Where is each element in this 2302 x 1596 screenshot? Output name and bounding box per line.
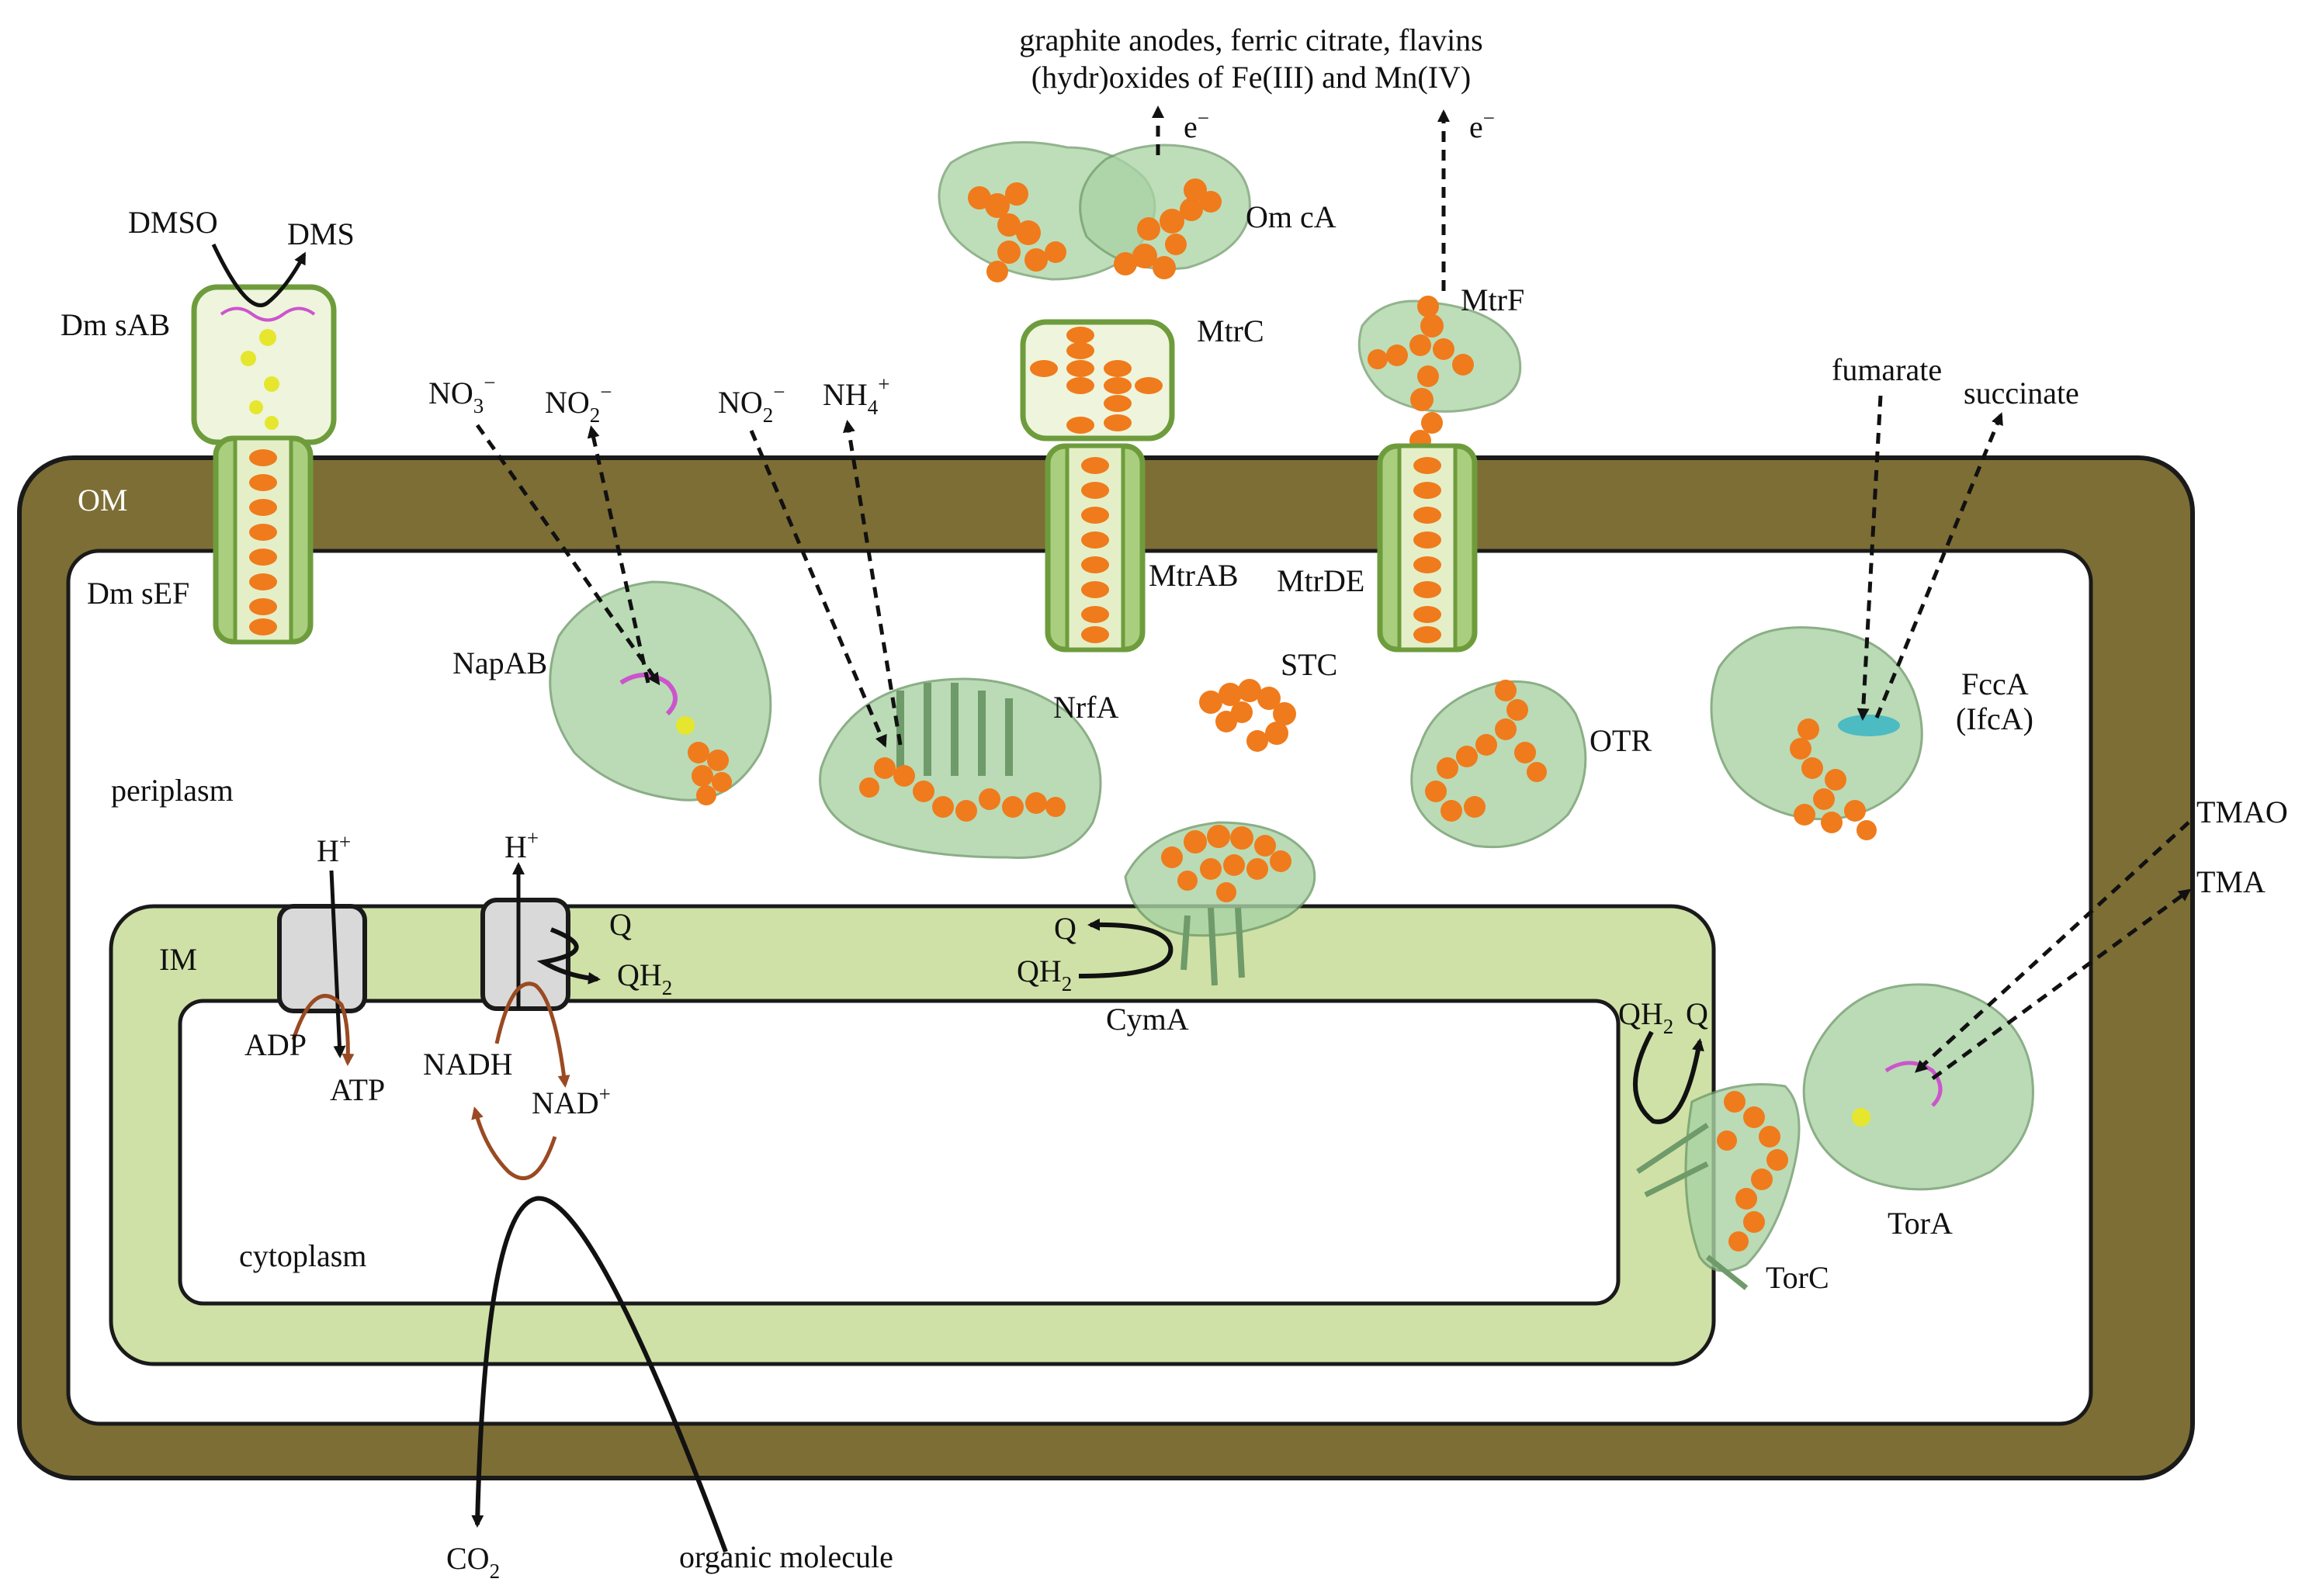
electron-label-2: e− <box>1469 106 1495 144</box>
q-label-cyma: Q <box>1054 911 1076 946</box>
ifca-label: (IfcA) <box>1956 701 2033 736</box>
nrfa-structure <box>819 677 1102 859</box>
cyma-structure <box>1124 821 1316 986</box>
mtrc-box <box>1020 319 1175 441</box>
qh2-label-cyma: QH2 <box>1017 954 1072 995</box>
mtrde-porin <box>1377 443 1478 653</box>
no2-in-arrow <box>749 430 887 748</box>
dmsef-porin <box>213 435 314 645</box>
succinate-label: succinate <box>1964 376 2079 410</box>
cyma-label: CymA <box>1106 1002 1189 1037</box>
mtrab-label: MtrAB <box>1149 558 1239 593</box>
nrfa-label: NrfA <box>1053 690 1119 725</box>
cytoplasm-label: cytoplasm <box>239 1238 366 1273</box>
mtrf-label: MtrF <box>1461 282 1524 317</box>
napab-structure <box>549 580 772 805</box>
dmsab-complex <box>191 284 337 445</box>
tma-arrow <box>1931 888 2192 1081</box>
dms-label: DMS <box>287 216 355 251</box>
organic-molecule-label: organic molecule <box>679 1539 893 1574</box>
dmsab-label: Dm sAB <box>61 307 170 342</box>
fumarate-label: fumarate <box>1832 352 1942 387</box>
acceptors-line1: graphite anodes, ferric citrate, flavins <box>1019 23 1483 57</box>
atp-label: ATP <box>330 1072 385 1107</box>
nadh-label: NADH <box>423 1047 513 1082</box>
qh2-label-nadh: QH2 <box>617 957 672 999</box>
dmso-arrow <box>211 243 307 307</box>
no2-out-arrow <box>587 425 650 684</box>
otr-structure <box>1410 680 1587 849</box>
torc-label: TorC <box>1766 1260 1829 1295</box>
im-label: IM <box>159 942 197 977</box>
mtrc-label: MtrC <box>1197 313 1264 348</box>
fcca-structure <box>1710 626 1923 840</box>
atp-synthase <box>277 870 367 1066</box>
mtrab-porin <box>1045 443 1146 653</box>
h-plus-label-2: H+ <box>504 826 539 864</box>
tmao-arrow <box>1915 821 2190 1073</box>
fumarate-arrow <box>1857 395 1883 721</box>
periplasm-label: periplasm <box>111 773 234 808</box>
nad-regeneration-arrow <box>471 1106 557 1181</box>
co2-label: CO2 <box>446 1541 500 1583</box>
qh2-label-torc: QH2 <box>1618 996 1673 1038</box>
tora-structure <box>1802 983 2034 1191</box>
stc-label: STC <box>1281 647 1337 682</box>
otr-label: OTR <box>1590 723 1652 758</box>
acceptors-line2: (hydr)oxides of Fe(III) and Mn(IV) <box>1031 60 1471 95</box>
metabolism-arrow <box>471 1196 728 1553</box>
nadh-dehydrogenase <box>480 862 601 1088</box>
mtrf-structure <box>1357 296 1522 452</box>
nh4-label: NH4+ <box>823 372 890 419</box>
cytoplasm-region <box>178 999 1621 1306</box>
om-label: OM <box>78 483 127 518</box>
torc-structure <box>1636 1083 1801 1290</box>
torc-quinone-arrow <box>1633 1030 1704 1124</box>
adp-label: ADP <box>244 1027 307 1062</box>
tora-label: TorA <box>1888 1206 1953 1241</box>
tma-label: TMA <box>2196 864 2266 899</box>
dmso-label: DMSO <box>128 205 218 240</box>
stc-structure <box>1199 679 1296 752</box>
cyma-quinone-arrow <box>1078 918 1174 978</box>
nad-label: NAD+ <box>532 1082 611 1120</box>
tmao-label: TMAO <box>2196 795 2288 829</box>
no3-label: NO3− <box>428 371 496 417</box>
q-label-torc: Q <box>1686 996 1708 1031</box>
no2-label-b: NO2− <box>718 380 785 427</box>
h-plus-label-1: H+ <box>317 830 351 868</box>
napab-label: NapAB <box>452 646 547 680</box>
no3-arrow <box>475 424 660 686</box>
fcca-label: FccA <box>1961 666 2029 701</box>
no2-label-a: NO2− <box>545 380 612 427</box>
omca-structure <box>938 140 1251 282</box>
mtrde-label: MtrDE <box>1277 563 1364 598</box>
electron-label-1: e− <box>1184 106 1209 144</box>
omca-label: Om cA <box>1246 199 1336 234</box>
dmsef-label: Dm sEF <box>87 576 189 611</box>
q-label-nadh: Q <box>609 907 632 942</box>
